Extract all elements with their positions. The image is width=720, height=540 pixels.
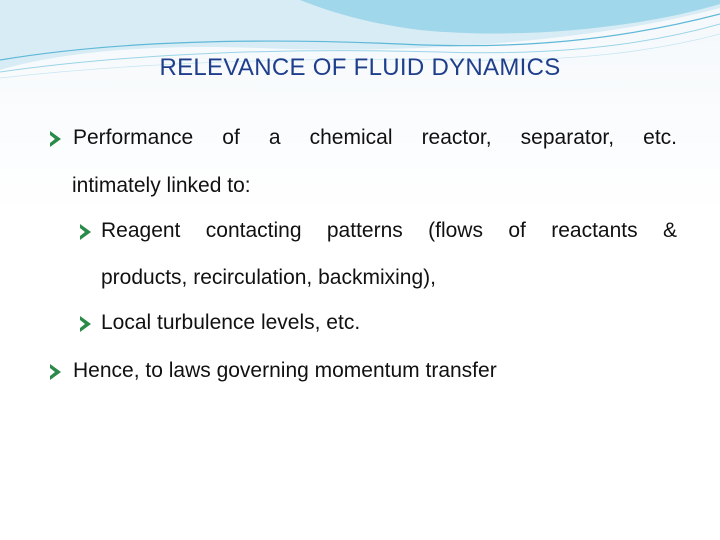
header-wave-decoration [0,0,720,79]
bullet-2-line-1: Hence, to laws governing momentum transf… [73,359,497,382]
bullet-arrow-icon [50,131,61,147]
bullet-1-line-1: Performance of a chemical reactor, separ… [73,126,677,149]
sub-bullet-1-line-1: Reagent contacting patterns (flows of re… [101,219,677,242]
bullet-1-line-2: intimately linked to: [72,174,251,197]
sub-bullet-arrow-icon [80,224,91,240]
sub-bullet-2-line-1: Local turbulence levels, etc. [101,311,361,334]
sub-bullet-1-line-2: products, recirculation, backmixing), [101,266,436,289]
slide-title: RELEVANCE OF FLUID DYNAMICS [159,54,561,81]
bullet-arrow-icon [50,364,61,380]
sub-bullet-arrow-icon [80,316,91,332]
